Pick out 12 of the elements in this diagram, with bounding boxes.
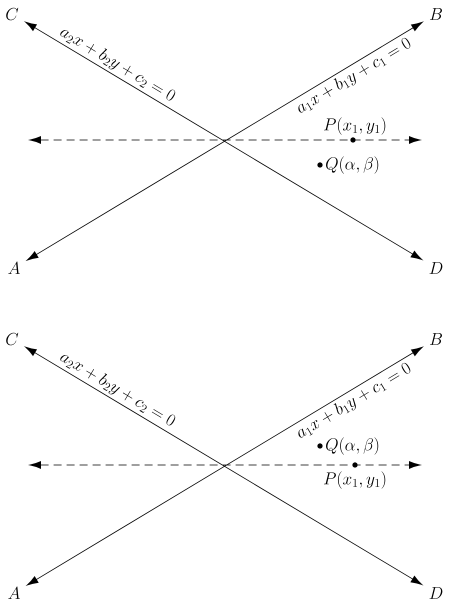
point-label: $P(x_1,y_1)$ xyxy=(324,117,386,143)
point-letter: $B$ xyxy=(430,333,442,345)
point-label: $Q(\alpha,\beta)$ xyxy=(317,437,378,455)
point-letter: $D$ xyxy=(430,587,442,599)
point-letter: $D$ xyxy=(430,262,442,274)
point-letter: $B$ xyxy=(430,8,442,20)
point-label: $P(x_1,y_1)$ xyxy=(324,462,386,489)
point-letter: $A$ xyxy=(8,262,20,274)
point-label: $Q(\alpha,\beta)$ xyxy=(317,156,378,174)
point-letter: $C$ xyxy=(6,8,18,20)
point-letter: $A$ xyxy=(8,586,20,599)
point-letter: $C$ xyxy=(6,332,18,346)
